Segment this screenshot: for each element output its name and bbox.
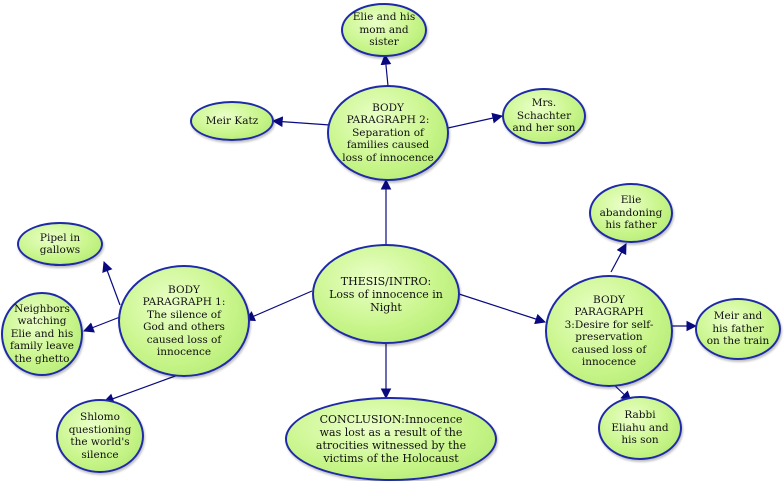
body-paragraph-1-text: BODY PARAGRAPH 1: The silence of God and… [142, 283, 226, 359]
shlomo-node[interactable]: Shlomo questioning the world's silence [56, 399, 144, 473]
rabbi-node[interactable]: Rabbi Eliahu and his son [598, 396, 682, 460]
body-paragraph-3-node[interactable]: BODY PARAGRAPH 3:Desire for self- preser… [545, 275, 673, 387]
body-paragraph-1-node[interactable]: BODY PARAGRAPH 1: The silence of God and… [118, 265, 250, 377]
body-paragraph-2-node[interactable]: BODY PARAGRAPH 2: Separation of families… [327, 85, 449, 181]
arrow-thesis-to-body1 [244, 290, 313, 322]
arrow-body2-to-elie-mom-sister [380, 53, 392, 87]
mrs-schachter-text: Mrs. Schachter and her son [512, 97, 576, 135]
meir-father-text: Meir and his father on the train [706, 310, 770, 348]
body-paragraph-2-text: BODY PARAGRAPH 2: Separation of families… [342, 101, 434, 164]
conclusion-text: CONCLUSION:Innocence was lost as a resul… [315, 413, 467, 465]
conclusion-node[interactable]: CONCLUSION:Innocence was lost as a resul… [285, 397, 497, 481]
arrow-body1-to-pipel [102, 260, 121, 306]
neighbors-node[interactable]: Neighbors watching Elie and his family l… [1, 292, 83, 376]
thesis-node[interactable]: THESIS/INTRO: Loss of innocence in Night [312, 244, 460, 344]
pipel-node[interactable]: Pipel in gallows [17, 222, 103, 266]
meir-katz-node[interactable]: Meir Katz [190, 101, 274, 141]
elie-abandoning-node[interactable]: Elie abandoning his father [589, 183, 673, 243]
pipel-text: Pipel in gallows [39, 231, 81, 257]
body-paragraph-3-text: BODY PARAGRAPH 3:Desire for self- preser… [564, 293, 654, 369]
arrow-body1-to-neighbors [82, 316, 121, 333]
meir-father-node[interactable]: Meir and his father on the train [695, 298, 781, 360]
shlomo-text: Shlomo questioning the world's silence [68, 411, 132, 461]
rabbi-text: Rabbi Eliahu and his son [611, 409, 669, 447]
neighbors-text: Neighbors watching Elie and his family l… [9, 302, 75, 365]
arrow-body2-to-meir-katz [271, 116, 331, 128]
thesis-text: THESIS/INTRO: Loss of innocence in Night [329, 274, 443, 314]
arrow-body2-to-mrs-schachter [447, 112, 504, 129]
arrow-thesis-to-body3 [458, 293, 547, 325]
elie-mom-sister-node[interactable]: Elie and his mom and sister [341, 3, 427, 57]
arrow-body3-to-elie-abandoning [610, 243, 627, 273]
mrs-schachter-node[interactable]: Mrs. Schachter and her son [502, 88, 586, 144]
elie-mom-sister-text: Elie and his mom and sister [352, 11, 416, 49]
meir-katz-text: Meir Katz [205, 114, 259, 127]
elie-abandoning-text: Elie abandoning his father [599, 194, 663, 232]
arrow-body1-to-shlomo [102, 374, 179, 404]
